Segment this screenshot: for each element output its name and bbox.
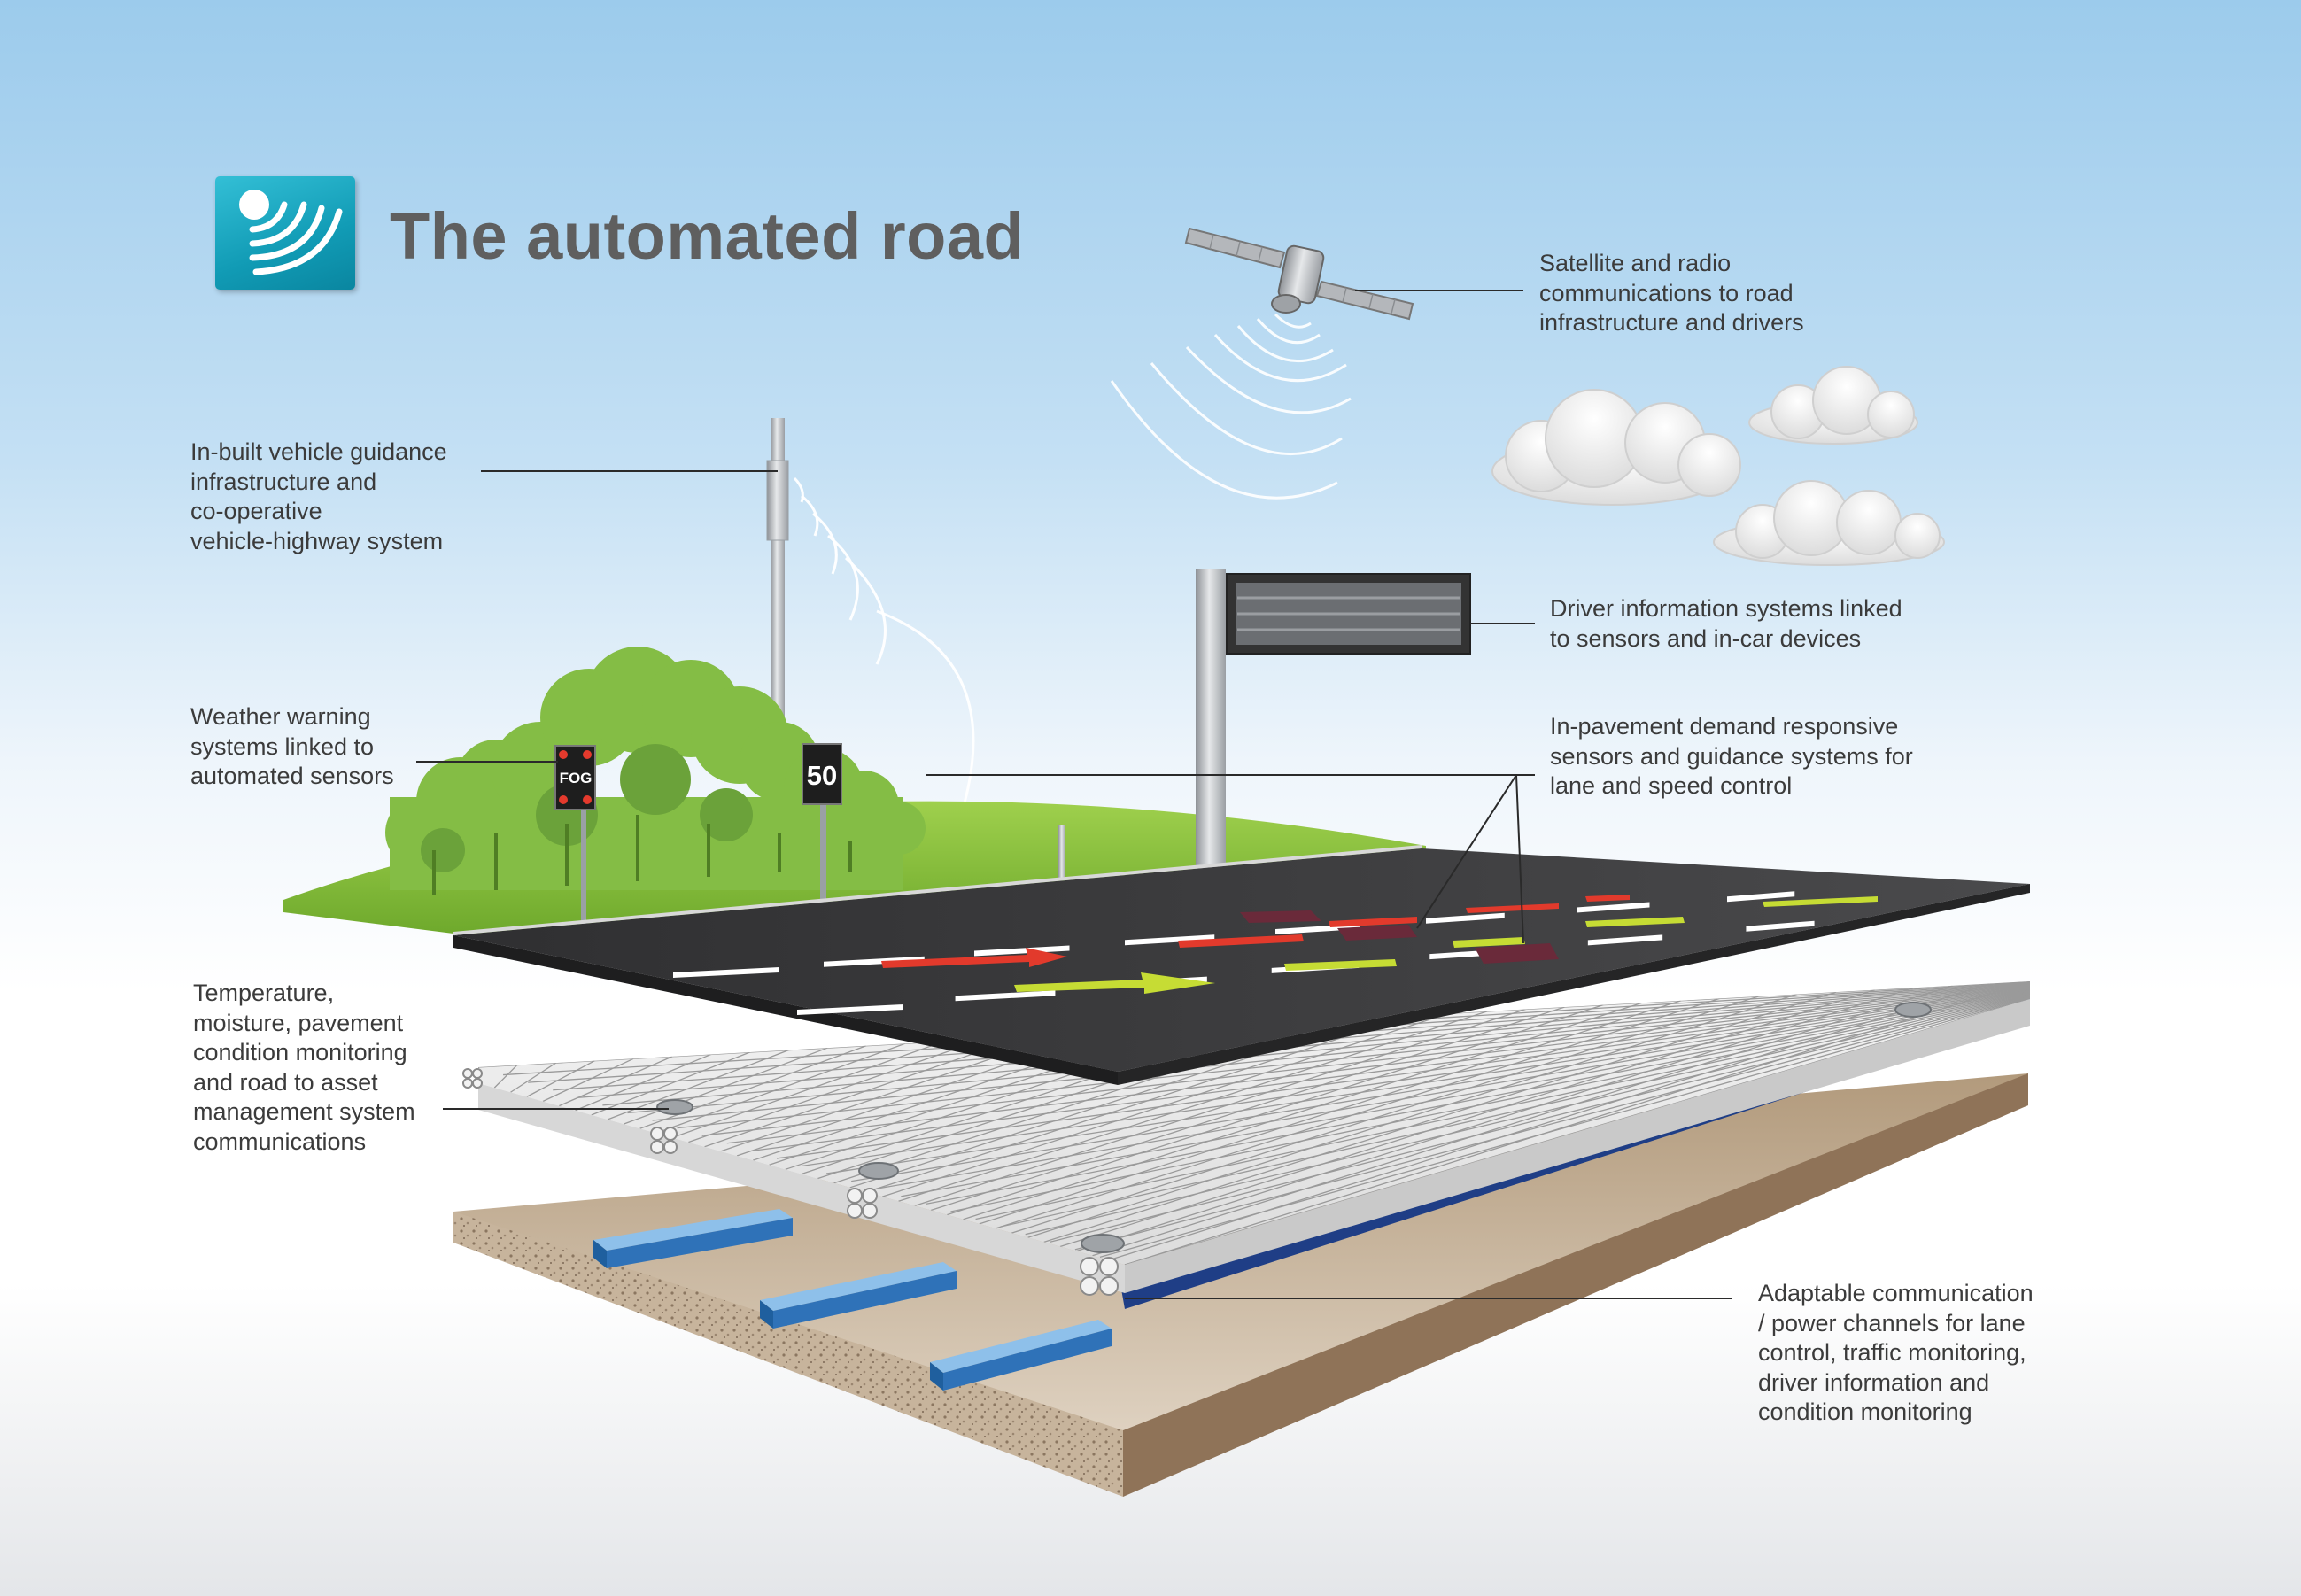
lane-markings <box>673 891 1815 1015</box>
communications-mast <box>766 418 789 737</box>
tree-line <box>385 647 926 895</box>
speed-limit-sign: 50 <box>802 743 842 912</box>
label-communication-channels: Adaptable communication / power channels… <box>1758 1280 2034 1425</box>
lane-dash <box>1426 912 1505 924</box>
speed-sign-text: 50 <box>807 760 837 791</box>
channel-end-ducts <box>462 1068 1119 1296</box>
mast-signal-waves <box>793 476 975 842</box>
label-in-pavement-sensors: In-pavement demand responsive sensors an… <box>1550 713 1913 799</box>
cloud-icon <box>1713 480 1945 566</box>
pavement-monitoring-sensor <box>656 1002 1932 1253</box>
label-vehicle-guidance: In-built vehicle guidance infrastructure… <box>190 438 447 554</box>
in-pavement-sensor-pads <box>1240 910 1559 964</box>
label-weather-warning: Weather warning systems linked to automa… <box>190 703 394 789</box>
lane-dash <box>797 1004 903 1015</box>
lane-dash <box>1587 934 1663 946</box>
signal-waves-icon <box>239 190 343 275</box>
cloud-icon <box>1748 366 1918 445</box>
cloud-icon <box>1491 389 1741 506</box>
fog-warning-sign: FOG <box>554 745 596 926</box>
lane-dash <box>1746 920 1815 932</box>
lane-dash <box>1125 934 1215 946</box>
lane-dash <box>974 945 1070 957</box>
label-satellite: Satellite and radio communications to ro… <box>1539 250 1804 336</box>
concrete-slab-layer <box>478 981 2030 1293</box>
yellow-guidance-arrow <box>1014 896 1878 994</box>
label-condition-monitoring: Temperature, moisture, pavement conditio… <box>193 980 415 1155</box>
variable-message-sign <box>1226 573 1471 655</box>
lane-dash <box>673 967 779 978</box>
page-title: The automated road <box>390 199 1025 273</box>
lane-dash <box>1727 891 1795 903</box>
satellite-icon <box>1184 227 1414 321</box>
app-logo <box>215 176 355 290</box>
lane-dash <box>955 990 1056 1002</box>
fog-sign-text: FOG <box>560 770 593 786</box>
gantry-pole <box>1196 569 1226 872</box>
satellite-signal-waves <box>1110 313 1352 500</box>
lane-dash <box>1577 902 1650 913</box>
leader-lines <box>416 290 1732 1299</box>
red-guidance-arrow <box>881 895 1630 968</box>
label-driver-information: Driver information systems linked to sen… <box>1550 595 1902 652</box>
roadside-sensor-post <box>1058 825 1065 880</box>
lane-dash <box>824 956 925 967</box>
